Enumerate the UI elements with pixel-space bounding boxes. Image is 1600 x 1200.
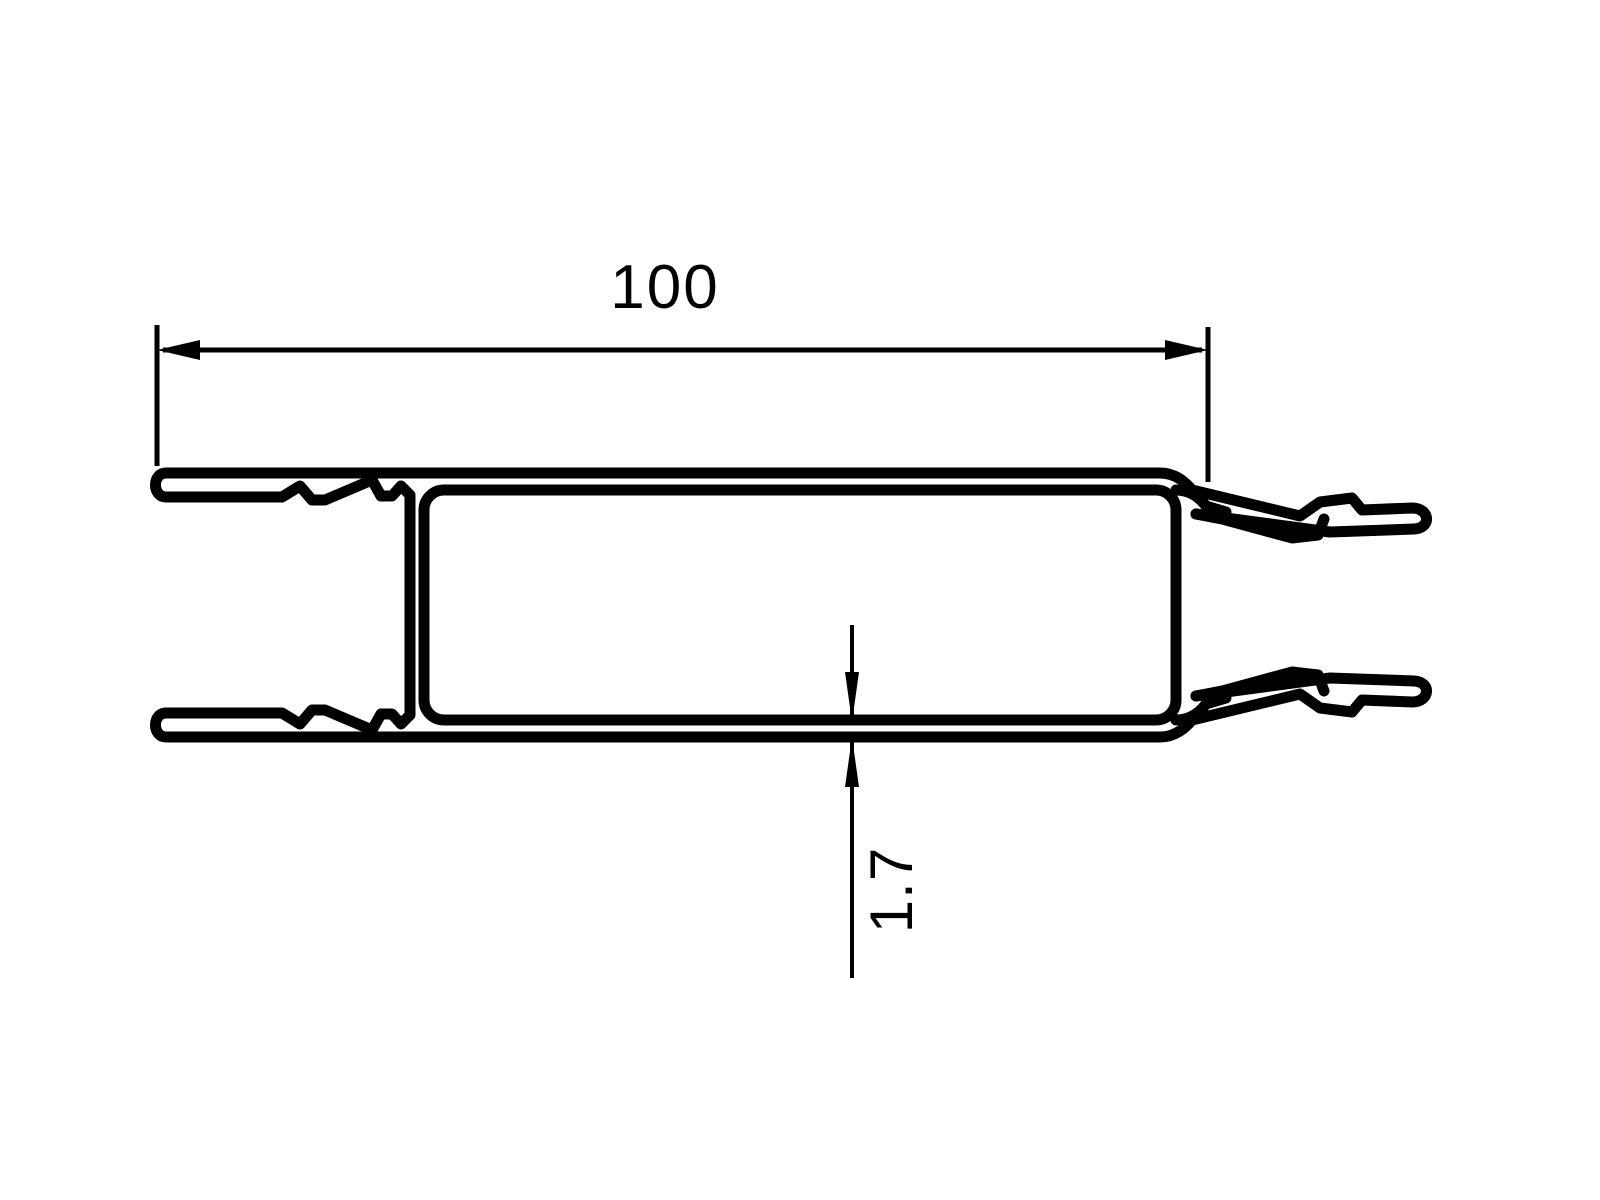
dimension-width-100: 100: [154, 253, 1211, 482]
main-chamber-cavity: [418, 484, 1182, 726]
dimension-label-thickness: 1.7: [858, 847, 925, 933]
profile-outline: [150, 467, 1432, 743]
arrowhead-right-icon: [1165, 340, 1208, 360]
left-bottom-flange-topside: [160, 504, 416, 736]
right-top-arm-inner: [1190, 508, 1330, 544]
arrowhead-left-icon: [157, 340, 200, 360]
right-bottom-arm-inner: [1190, 666, 1330, 702]
dimension-thickness-17: 1.7: [845, 625, 925, 978]
dimension-label-width: 100: [610, 253, 719, 322]
chamber-top-wall-right-junction: [1170, 484, 1232, 518]
chamber-bottom-wall-right-junction: [1170, 692, 1232, 726]
left-top-flange-underside: [160, 474, 416, 706]
arrowhead-up-icon: [845, 737, 859, 787]
arrowhead-down-icon: [845, 672, 859, 722]
